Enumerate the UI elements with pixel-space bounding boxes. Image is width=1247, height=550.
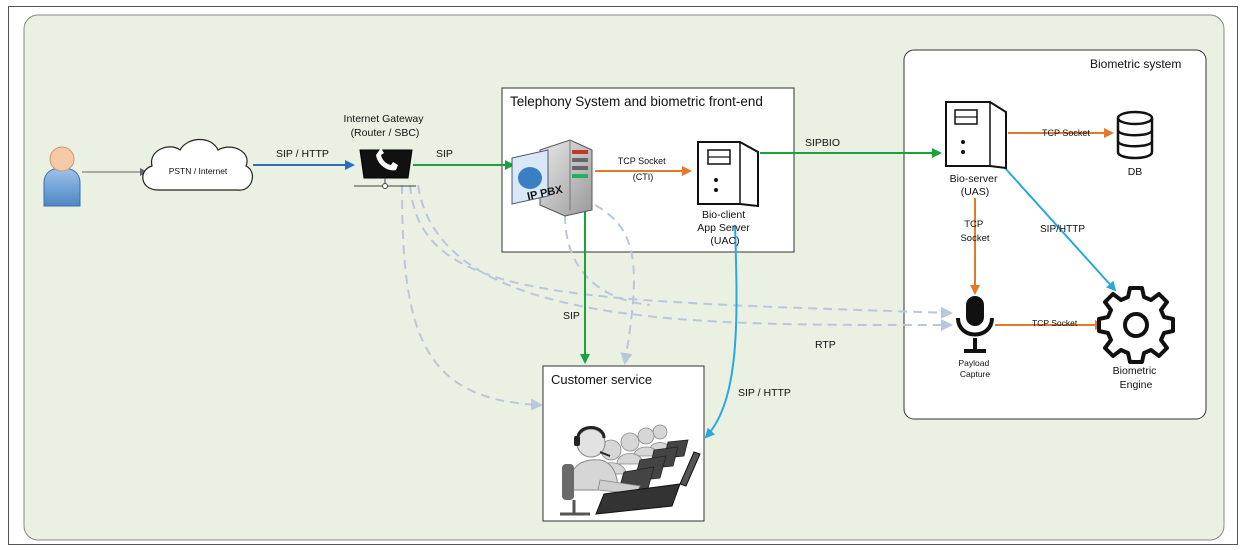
call-center-agents-icon: [560, 424, 701, 516]
dashed-pbx-loop: [564, 214, 651, 306]
payload-label: Payload Capture: [958, 358, 991, 379]
database-icon: [1116, 110, 1154, 160]
bioclient-label: Bio-client App Server (UAC): [697, 209, 752, 247]
cloud-icon: PSTN / Internet: [142, 138, 254, 191]
gear-icon: [1097, 286, 1175, 364]
tcp-socket-cti-line1: TCP Socket: [618, 156, 666, 166]
label-sip-pbx: SIP: [436, 148, 453, 160]
customer-service-title: Customer service: [551, 372, 652, 387]
label-rtp: RTP: [815, 339, 836, 351]
telephony-system-title: Telephony System and biometric front-end: [510, 94, 763, 109]
bioclient-line3: (UAC): [710, 235, 739, 247]
gateway-label: Internet Gateway (Router / SBC): [344, 113, 427, 139]
diagram-frame: [8, 6, 1238, 545]
label-tcp-socket-engine: TCP Socket: [1032, 318, 1078, 328]
user-icon: [43, 146, 81, 207]
engine-label: Biometric Engine: [1113, 365, 1160, 391]
label-sipbio: SIPBIO: [805, 137, 840, 149]
engine-line2: Engine: [1120, 379, 1153, 391]
biometric-system-title: Biometric system: [1090, 57, 1181, 71]
microphone-icon: [956, 296, 994, 353]
dashed-gateway-to-payload-2: [417, 184, 953, 332]
rtp-dashed-paths: [401, 184, 953, 411]
gateway-line2: (Router / SBC): [351, 127, 420, 139]
dashed-pbx-to-customer: [594, 204, 635, 365]
tcp-socket-v-line2: Socket: [960, 233, 989, 244]
bioclient-line2: App Server: [697, 222, 750, 234]
bioserver-label: Bio-server (UAS): [950, 173, 1001, 198]
label-sip-http-gateway: SIP / HTTP: [276, 148, 329, 160]
arrow-bioserver-to-engine: [1004, 167, 1117, 292]
bioserver-line2: (UAS): [961, 186, 990, 198]
gateway-line1: Internet Gateway: [344, 113, 425, 125]
bioclient-line1: Bio-client: [702, 209, 745, 221]
payload-line2: Capture: [960, 369, 991, 379]
label-tcp-socket-db: TCP Socket: [1042, 128, 1090, 138]
dashed-gateway-to-payload-1: [409, 184, 953, 319]
pstn-label: PSTN / Internet: [169, 166, 228, 176]
label-tcp-socket-cti: TCP Socket (CTI): [618, 156, 668, 182]
db-label: DB: [1128, 166, 1143, 178]
engine-line1: Biometric: [1113, 365, 1157, 377]
server-tower-icon: [945, 101, 1007, 170]
server-tower-icon: [697, 141, 759, 208]
label-sip-http-engine: SIP/HTTP: [1040, 224, 1085, 235]
bioserver-line1: Bio-server: [950, 173, 998, 185]
router-phone-icon: [354, 148, 416, 189]
label-sip-http-customer: SIP / HTTP: [738, 387, 791, 399]
dashed-gateway-to-customer: [401, 184, 543, 411]
tcp-socket-cti-line2: (CTI): [633, 172, 654, 182]
tcp-socket-v-line1: TCP: [964, 219, 983, 230]
payload-line1: Payload: [958, 358, 989, 368]
ip-pbx-server-icon: IP PBX: [511, 139, 593, 217]
label-tcp-socket-vertical: TCP Socket: [960, 219, 989, 244]
arrow-bioclient-to-customer: [704, 224, 738, 439]
label-sip-customer: SIP: [563, 310, 580, 322]
